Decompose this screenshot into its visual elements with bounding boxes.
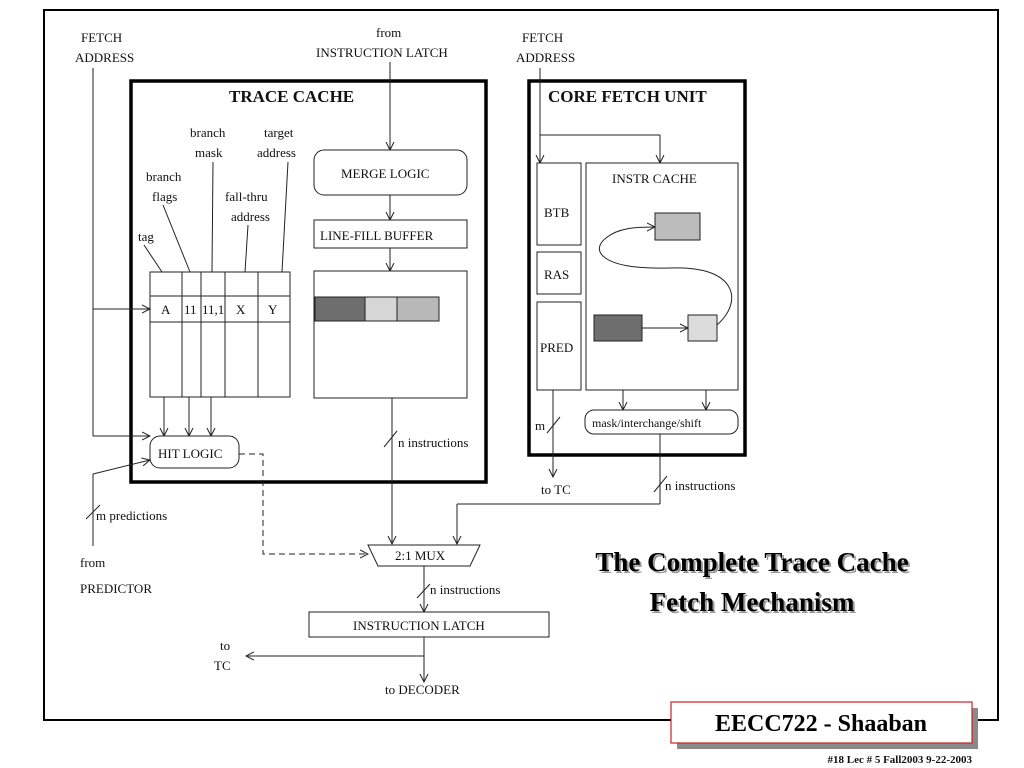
ras-box xyxy=(536,251,582,295)
fetch-address-left-label-2: ADDRESS xyxy=(75,50,134,65)
btb-label: BTB xyxy=(544,205,570,220)
fetch-address-right-label-1: FETCH xyxy=(522,30,563,45)
trace-cache-box xyxy=(129,79,488,484)
trace-tag-table xyxy=(149,271,291,398)
icache-block-dark xyxy=(593,314,643,342)
from-predictor-label-2: PREDICTOR xyxy=(80,581,152,596)
merge-logic-label: MERGE LOGIC xyxy=(341,166,429,181)
core-fetch-unit-label: CORE FETCH UNIT xyxy=(548,87,707,106)
slide-frame xyxy=(43,9,999,721)
fetch-address-right-label-2: ADDRESS xyxy=(516,50,575,65)
slide-footer: #18 Lec # 5 Fall2003 9-22-2003 xyxy=(827,754,972,766)
n-instructions-tc-label: n instructions xyxy=(398,435,468,450)
instruction-latch-box xyxy=(308,611,550,638)
n-instructions-mux-label: n instructions xyxy=(430,582,500,597)
pred-label: PRED xyxy=(540,340,573,355)
hit-logic-box xyxy=(149,435,240,469)
instruction-latch-label: INSTRUCTION LATCH xyxy=(353,618,485,633)
m-label: m xyxy=(535,418,545,433)
branch-flags-label-1: branch xyxy=(146,169,182,184)
icache-block-light xyxy=(687,314,718,342)
trace-block-light xyxy=(364,296,398,322)
btb-box xyxy=(536,162,582,246)
from-instr-latch-label-1: from xyxy=(376,25,401,40)
trace-block-mid xyxy=(396,296,440,322)
from-instr-latch-label-2: INSTRUCTION LATCH xyxy=(316,45,448,60)
to-tc-left-label-1: to xyxy=(220,638,230,653)
ras-label: RAS xyxy=(544,267,569,282)
fetch-address-left-label-1: FETCH xyxy=(81,30,122,45)
fall-thru-label-2: address xyxy=(231,209,270,224)
branch-mask-label-1: branch xyxy=(190,125,226,140)
hit-logic-label: HIT LOGIC xyxy=(158,446,222,461)
trace-data-array xyxy=(313,270,468,399)
n-instructions-core-label: n instructions xyxy=(665,478,735,493)
to-decoder-label: to DECODER xyxy=(385,682,460,697)
branch-mask-label-2: mask xyxy=(195,145,223,160)
instr-cache-box xyxy=(585,162,739,391)
slide-title-line1: The Complete Trace Cache xyxy=(595,547,908,577)
to-tc-left-label-2: TC xyxy=(214,658,231,673)
instr-cache-label: INSTR CACHE xyxy=(612,171,697,186)
badge-box xyxy=(670,701,973,744)
line-fill-buffer-box xyxy=(313,219,468,249)
to-tc-right-label: to TC xyxy=(541,482,571,497)
tag-cell-11: 11 xyxy=(184,302,197,317)
icache-block-top xyxy=(654,212,701,241)
m-predictions-label: m predictions xyxy=(96,508,167,523)
mux-label: 2:1 MUX xyxy=(395,548,446,563)
fall-thru-label-1: fall-thru xyxy=(225,189,268,204)
trace-block-dark xyxy=(314,296,366,322)
pred-box xyxy=(536,301,582,391)
tag-cell-x: X xyxy=(236,302,246,317)
slide-title-line1-shadow: The Complete Trace Cache xyxy=(597,549,910,579)
trace-cache-label: TRACE CACHE xyxy=(229,87,354,106)
target-address-label-2: address xyxy=(257,145,296,160)
tag-cell-y: Y xyxy=(268,302,278,317)
mask-shift-label: mask/interchange/shift xyxy=(592,416,702,430)
target-address-label-1: target xyxy=(264,125,294,140)
mux-shape xyxy=(367,544,481,567)
branch-flags-label-2: flags xyxy=(152,189,177,204)
tag-cell-11-1: 11,1 xyxy=(202,302,224,317)
line-fill-buffer-label: LINE-FILL BUFFER xyxy=(320,228,434,243)
core-fetch-unit-box xyxy=(527,79,747,457)
mask-shift-box xyxy=(584,409,739,435)
badge-label: EECC722 - Shaaban xyxy=(715,711,927,737)
tag-cell-a: A xyxy=(161,302,171,317)
slide-title-line2: Fetch Mechanism xyxy=(650,587,855,617)
tag-label: tag xyxy=(138,229,154,244)
from-predictor-label-1: from xyxy=(80,555,105,570)
slide-title-line2-shadow: Fetch Mechanism xyxy=(652,589,857,619)
